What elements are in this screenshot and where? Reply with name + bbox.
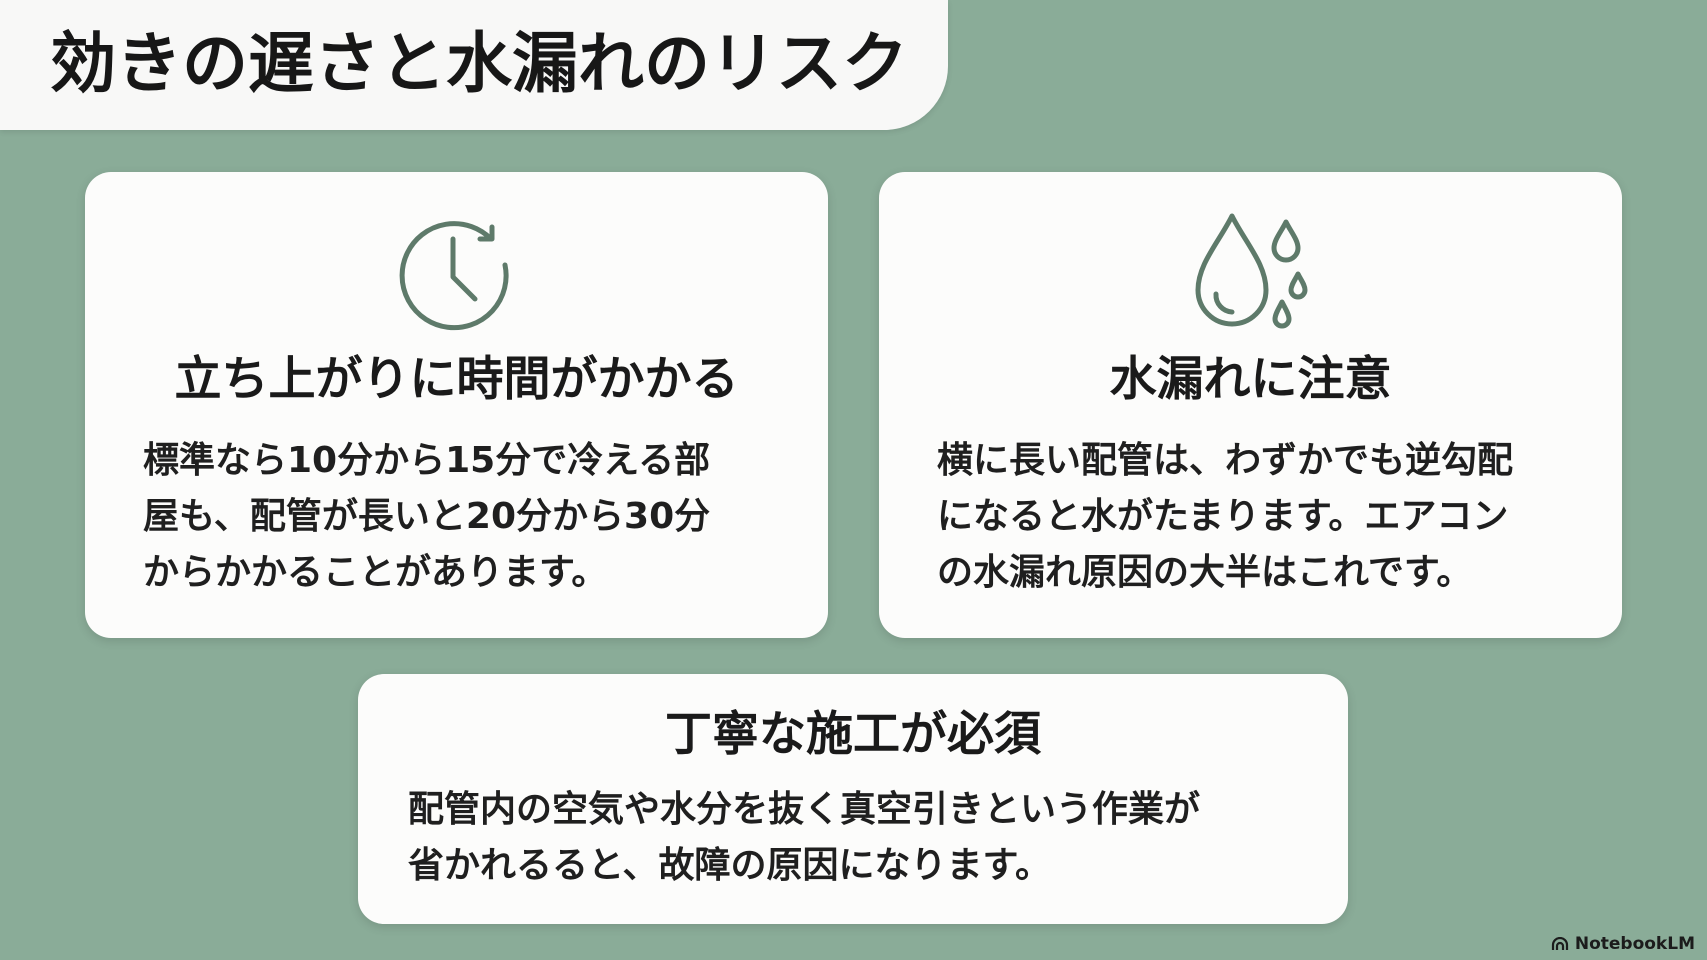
notebooklm-logo-icon — [1551, 937, 1568, 950]
card-body-line: 標準なら10分から15分で冷える部 — [143, 440, 711, 481]
card-body-line: 省かれるると、故障の原因になります。 — [408, 845, 1051, 886]
card-body: 配管内の空気や水分を抜く真空引きという作業が 省かれるると、故障の原因になります… — [408, 782, 1298, 894]
clock-refresh-icon — [399, 221, 509, 331]
card-body-line: 屋も、配管が長いと20分から30分 — [143, 496, 711, 537]
card-body-line: の水漏れ原因の大半はこれです。 — [937, 552, 1473, 593]
card-heading: 丁寧な施工が必須 — [665, 707, 1041, 762]
notebooklm-watermark: NotebookLM — [1551, 934, 1695, 954]
card-body: 横に長い配管は、わずかでも逆勾配 になると水がたまります。エアコン の水漏れ原因… — [937, 433, 1577, 601]
card-body-line: になると水がたまります。エアコン — [937, 496, 1509, 537]
water-drops-icon — [1195, 213, 1307, 329]
card-slow-startup: 立ち上がりに時間がかかる 標準なら10分から15分で冷える部 屋も、配管が長いと… — [85, 172, 828, 638]
title-tab: 効きの遅さと水漏れのリスク — [0, 0, 948, 130]
card-body: 標準なら10分から15分で冷える部 屋も、配管が長いと20分から30分 からかか… — [143, 433, 783, 601]
card-water-leak: 水漏れに注意 横に長い配管は、わずかでも逆勾配 になると水がたまります。エアコン… — [879, 172, 1622, 638]
card-body-line: 横に長い配管は、わずかでも逆勾配 — [937, 440, 1514, 481]
card-heading: 水漏れに注意 — [1109, 352, 1392, 407]
card-careful-installation: 丁寧な施工が必須 配管内の空気や水分を抜く真空引きという作業が 省かれるると、故… — [358, 674, 1348, 924]
slide-title: 効きの遅さと水漏れのリスク — [50, 25, 908, 102]
card-body-line: からかかることがあります。 — [143, 552, 608, 593]
brand-label: NotebookLM — [1574, 934, 1695, 954]
card-heading: 立ち上がりに時間がかかる — [174, 352, 739, 407]
card-body-line: 配管内の空気や水分を抜く真空引きという作業が — [408, 789, 1201, 830]
